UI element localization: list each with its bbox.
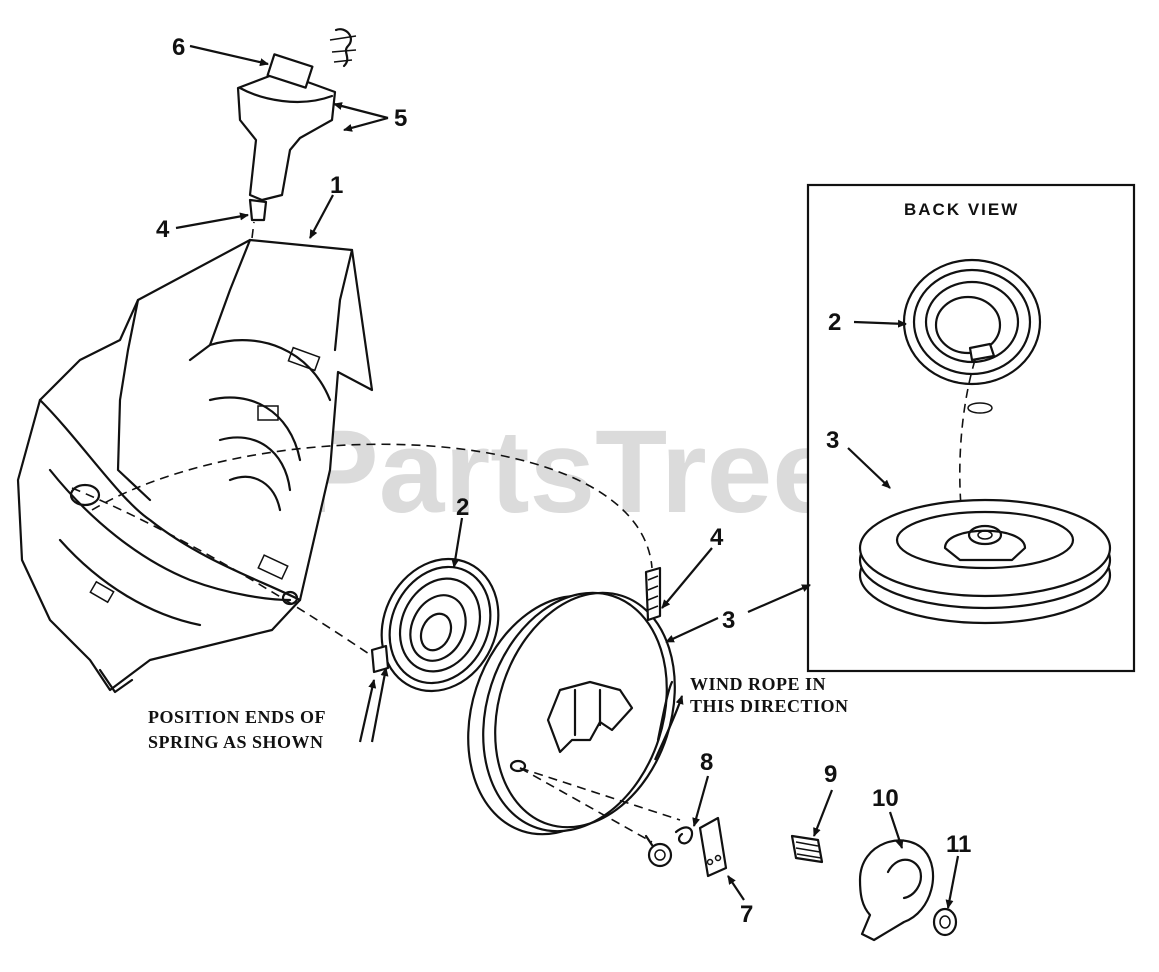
spring-note-line2: SPRING AS SHOWN xyxy=(148,732,324,752)
callout-11: 11 xyxy=(946,831,971,858)
retainer-nut-part xyxy=(932,907,958,937)
wind-rope-note-line2: THIS DIRECTION xyxy=(690,696,849,716)
callout-1: 1 xyxy=(330,172,343,199)
callout-4-rope: 4 xyxy=(710,524,724,551)
callout-4-handle: 4 xyxy=(156,216,170,243)
retainer-screw-part xyxy=(644,834,673,868)
leader-lines xyxy=(175,44,960,909)
pawl-part xyxy=(698,816,728,878)
callout-2-main: 2 xyxy=(456,494,469,521)
brake-spring-part xyxy=(790,834,824,864)
back-view-spring xyxy=(902,258,1042,414)
spring-note-line1: POSITION ENDS OF xyxy=(148,707,326,727)
wind-direction-arrow xyxy=(653,695,684,761)
pawl-spring-part xyxy=(674,826,694,845)
callout-6: 6 xyxy=(172,34,185,61)
retainer-plate-part xyxy=(858,839,935,942)
starter-handle-part xyxy=(236,28,357,222)
callout-5: 5 xyxy=(394,105,407,132)
assembly-lines xyxy=(71,443,681,843)
callout-2-back-view: 2 xyxy=(828,309,841,336)
callout-8: 8 xyxy=(700,749,713,776)
watermark-text: PartsTree xyxy=(300,406,838,538)
callout-10: 10 xyxy=(872,785,899,812)
callout-3-back-view: 3 xyxy=(826,427,839,454)
callout-7: 7 xyxy=(740,901,753,928)
callout-9: 9 xyxy=(824,761,837,788)
starter-pulley-part xyxy=(467,566,676,836)
back-view-title: BACK VIEW xyxy=(904,200,1019,219)
back-view-inset: BACK VIEW xyxy=(806,183,1136,673)
back-view-pulley xyxy=(858,498,1112,625)
callout-3-main: 3 xyxy=(722,607,735,634)
recoil-spring-part xyxy=(370,557,500,693)
blower-housing-part xyxy=(16,238,374,694)
wind-rope-note-line1: WIND ROPE IN xyxy=(690,674,826,694)
rope-path-line xyxy=(251,221,255,239)
